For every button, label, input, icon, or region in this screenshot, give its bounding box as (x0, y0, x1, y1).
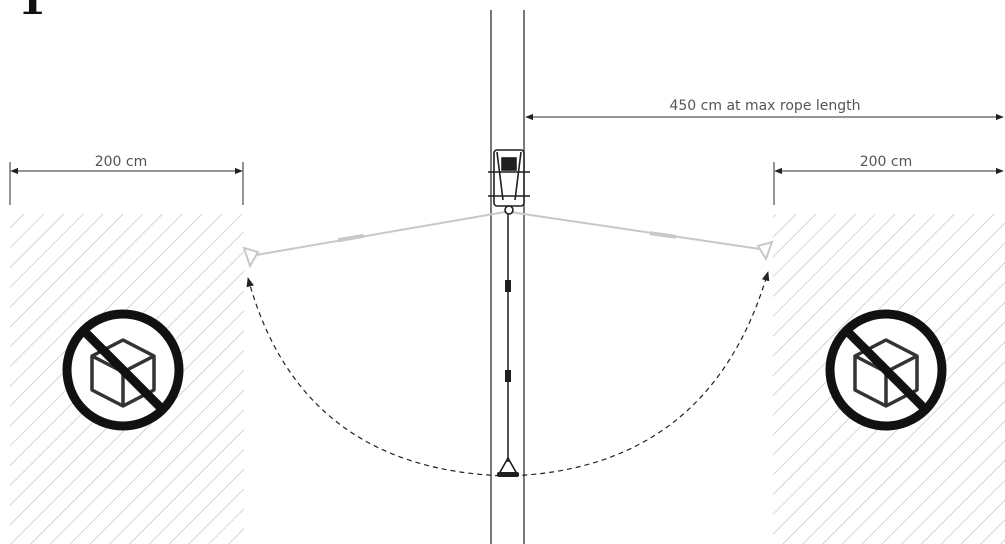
no-object-icon (62, 309, 184, 431)
left-clearance-label: 200 cm (95, 154, 148, 170)
mount-device (488, 149, 530, 215)
right-clearance-label: 200 cm (860, 154, 913, 170)
corner-number: 1 (18, 0, 46, 24)
no-object-icon (825, 309, 947, 431)
hanging-swing (497, 214, 519, 477)
max-rope-label: 450 cm at max rope length (669, 98, 860, 114)
swing-ghost-left (242, 211, 506, 269)
swing-ghost-right (509, 211, 774, 262)
